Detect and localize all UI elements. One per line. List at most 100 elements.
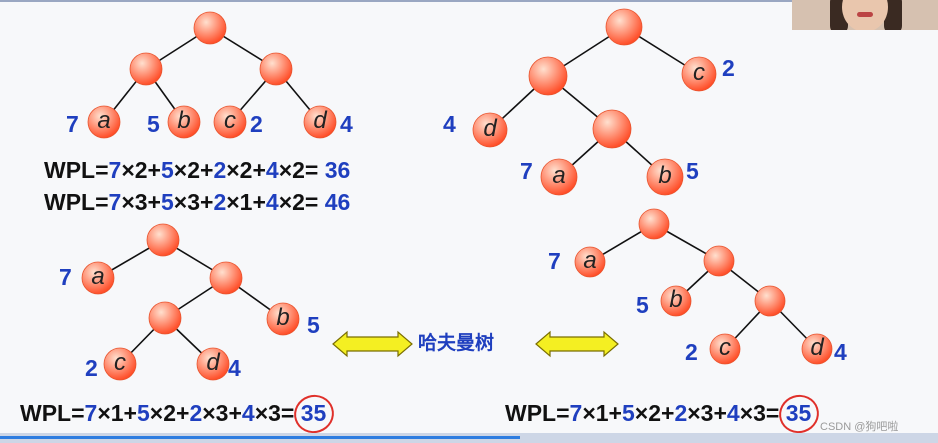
t1-leaf-letter-c: c	[224, 107, 236, 134]
t2-leaf-node-b	[646, 158, 684, 196]
wpl-depth: ×2=	[278, 157, 325, 183]
top-border-line	[0, 0, 938, 2]
t1-leaf-node-b	[167, 105, 201, 139]
wpl-weight: 7	[569, 400, 583, 426]
t3-leaf-node-a	[81, 261, 115, 295]
wpl-depth: ×3+	[687, 400, 727, 426]
t4-leaf-node-c	[709, 333, 741, 365]
t3-weight-a: 7	[59, 264, 72, 290]
wpl-formula-f4: WPL=7×1+5×2+2×3+4×3= 35	[505, 399, 811, 427]
t3-internal-node	[146, 223, 180, 257]
wpl-depth: ×3=	[739, 400, 786, 426]
t4-internal-node	[754, 285, 786, 317]
t1-leaf-node-d	[303, 105, 337, 139]
t3-leaf-node-b	[266, 302, 300, 336]
t3-weight-c: 2	[85, 355, 98, 381]
wpl-formula-f2: WPL=7×3+5×3+2×1+4×2= 46	[44, 188, 350, 216]
t2-weight-c: 2	[722, 55, 735, 81]
wpl-weight: 5	[160, 189, 174, 215]
wpl-depth: ×3+	[202, 400, 242, 426]
wpl-weight: 2	[189, 400, 203, 426]
t3-leaf-letter-a: a	[91, 263, 105, 290]
wpl-weight: 4	[265, 157, 279, 183]
t1-weight-c: 2	[250, 111, 263, 137]
t4-leaf-node-b	[660, 285, 692, 317]
wpl-weight: 2	[213, 157, 227, 183]
wpl-depth: ×3+	[121, 189, 161, 215]
t4-internal-node	[638, 208, 670, 240]
wpl-result: 35	[300, 400, 327, 426]
t4-weight-c: 2	[685, 339, 698, 365]
t2-leaf-letter-a: a	[552, 162, 566, 189]
t4-leaf-letter-c: c	[719, 334, 731, 361]
t1-leaf-letter-a: a	[97, 107, 111, 134]
wpl-weight: 2	[213, 189, 227, 215]
t2-weight-b: 5	[686, 158, 699, 184]
csdn-watermark: CSDN @狗吧啦	[820, 421, 899, 433]
wpl-result: 36	[324, 157, 351, 183]
t1-weight-d: 4	[340, 111, 353, 137]
wpl-weight: 4	[726, 400, 740, 426]
t3-leaf-node-d	[196, 347, 230, 381]
t4-leaf-letter-a: a	[583, 247, 597, 274]
t2-weight-d: 4	[443, 111, 456, 137]
wpl-result: 35	[785, 400, 812, 426]
t2-leaf-letter-c: c	[693, 59, 705, 86]
wpl-weight: 4	[265, 189, 279, 215]
t2-internal-node	[528, 56, 568, 96]
t1-internal-node	[129, 52, 163, 86]
t3-leaf-letter-d: d	[206, 349, 220, 376]
wpl-depth: ×2=	[278, 189, 325, 215]
wpl-weight: 5	[621, 400, 635, 426]
wpl-weight: 5	[160, 157, 174, 183]
wpl-weight: 5	[136, 400, 150, 426]
wpl-prefix: WPL=	[44, 189, 109, 215]
wpl-weight: 7	[108, 157, 122, 183]
t3-internal-node	[148, 301, 182, 335]
t3-weight-b: 5	[307, 312, 320, 338]
t4-internal-node	[703, 245, 735, 277]
wpl-depth: ×2+	[121, 157, 161, 183]
t1-weight-b: 5	[147, 111, 160, 137]
wpl-depth: ×2+	[173, 157, 214, 183]
t3-leaf-node-c	[103, 347, 137, 381]
wpl-weight: 7	[84, 400, 98, 426]
wpl-weight: 4	[241, 400, 255, 426]
wpl-depth: ×1+	[582, 400, 622, 426]
t2-internal-node	[605, 8, 643, 46]
t1-internal-node	[259, 52, 293, 86]
wpl-prefix: WPL=	[505, 400, 570, 426]
t1-leaf-node-a	[87, 105, 121, 139]
t4-weight-a: 7	[548, 248, 561, 274]
t2-leaf-letter-d: d	[483, 115, 497, 142]
wpl-weight: 2	[674, 400, 688, 426]
t3-weight-d: 4	[228, 355, 241, 381]
t4-leaf-letter-b: b	[669, 286, 683, 313]
wpl-depth: ×1+	[226, 189, 266, 215]
wpl-prefix: WPL=	[44, 157, 109, 183]
wpl-depth: ×2+	[634, 400, 675, 426]
t3-leaf-letter-c: c	[114, 349, 126, 376]
t4-leaf-letter-d: d	[810, 334, 824, 361]
wpl-depth: ×1+	[97, 400, 137, 426]
wpl-depth: ×3=	[254, 400, 301, 426]
wpl-prefix: WPL=	[20, 400, 85, 426]
t2-internal-node	[592, 109, 632, 149]
t2-leaf-letter-b: b	[658, 162, 672, 189]
wpl-formula-f1: WPL=7×2+5×2+2×2+4×2= 36	[44, 156, 350, 184]
t2-leaf-node-c	[681, 56, 717, 92]
t1-leaf-letter-b: b	[177, 107, 191, 134]
t4-weight-b: 5	[636, 292, 649, 318]
t1-internal-node	[193, 11, 227, 45]
wpl-depth: ×3+	[173, 189, 214, 215]
t1-leaf-node-c	[213, 105, 247, 139]
t4-leaf-node-a	[574, 246, 606, 278]
t4-weight-d: 4	[834, 339, 847, 365]
wpl-formula-f3: WPL=7×1+5×2+2×3+4×3= 35	[20, 399, 326, 427]
bottom-progress-bar	[0, 433, 938, 443]
t3-internal-node	[209, 261, 243, 295]
left-double-arrow	[332, 330, 413, 358]
t4-leaf-node-d	[801, 333, 833, 365]
t1-leaf-letter-d: d	[313, 107, 327, 134]
